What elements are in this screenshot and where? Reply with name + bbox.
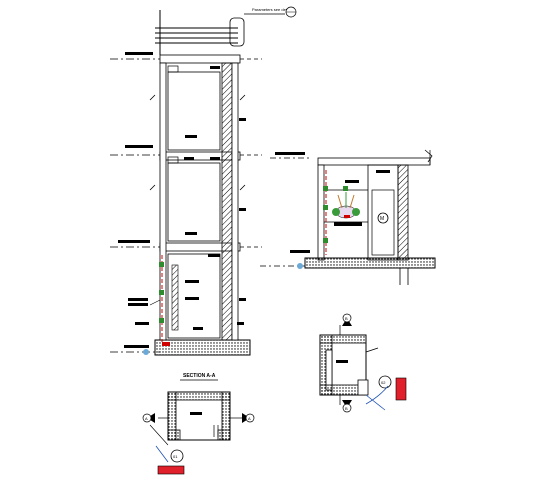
- service-pipe: [159, 255, 170, 346]
- break-ticks: [149, 94, 246, 191]
- plan-view-right: B B 02: [319, 313, 407, 413]
- section-marker-4-label: B: [345, 406, 348, 411]
- elevation-view: M: [260, 149, 436, 285]
- roof-lines: [155, 10, 245, 55]
- plan-tag-left: 01: [155, 445, 185, 475]
- level-markers-main: [110, 52, 262, 353]
- left-annotation: [128, 298, 161, 355]
- room-tags: [167, 65, 246, 330]
- section-title-block: SECTION A-A: [180, 373, 218, 381]
- plan-tag-right-text: 02: [381, 380, 386, 385]
- note-label: Parameters see detail: [252, 7, 291, 12]
- plan-tag-right: 02: [365, 375, 407, 411]
- plant-illustration: [332, 192, 360, 219]
- elevation-tag: M: [377, 212, 389, 224]
- section-marker-left: A: [142, 413, 155, 423]
- main-walls: [159, 62, 239, 341]
- plan-tag-left-text: 01: [173, 454, 178, 459]
- note-callout: Parameters see detail: [244, 6, 297, 18]
- section-title: SECTION A-A: [183, 373, 216, 379]
- section-marker-top: B: [342, 313, 352, 326]
- section-marker-right: A: [242, 413, 255, 423]
- section-marker-3-label: B: [345, 316, 348, 321]
- section-marker-2-label: A: [248, 416, 251, 421]
- elevation-tag-text: M: [380, 216, 384, 222]
- main-section-view: Parameters see detail: [110, 6, 297, 381]
- plan-view-left: A A 01: [142, 391, 255, 475]
- section-marker-bottom: B: [342, 400, 352, 413]
- section-marker-1-label: A: [145, 416, 148, 421]
